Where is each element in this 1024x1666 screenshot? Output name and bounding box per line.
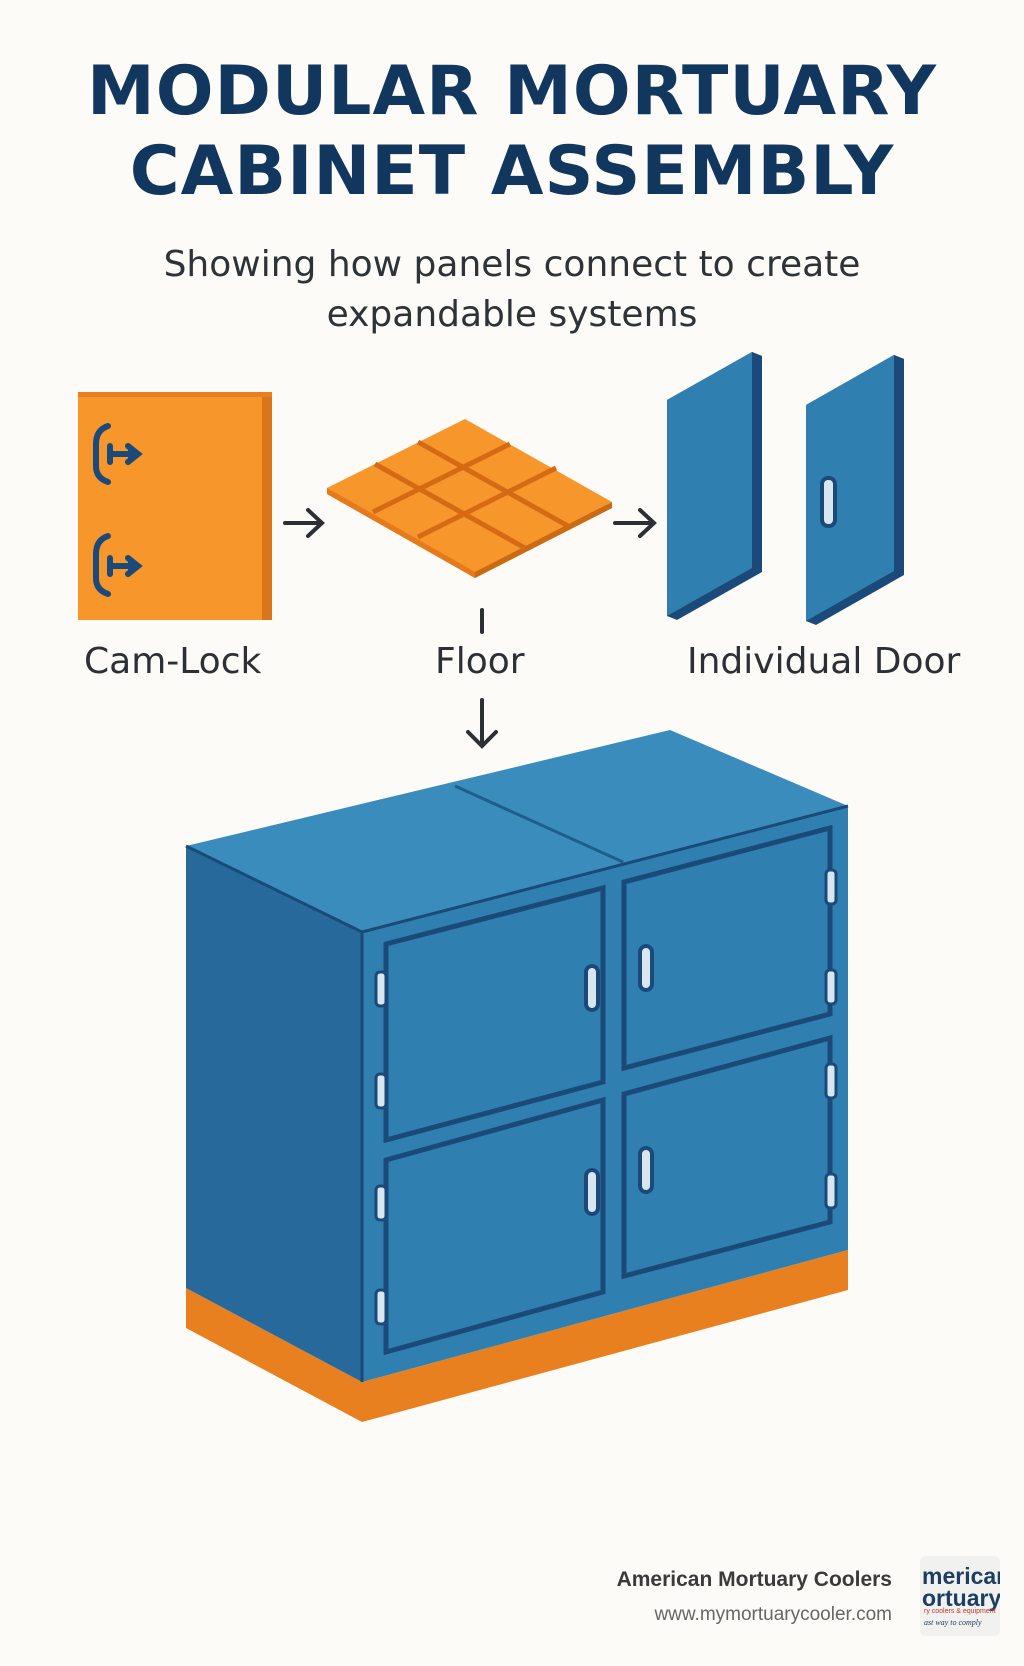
footer-company-name: American Mortuary Coolers <box>616 1568 892 1591</box>
door-hinge-icon <box>374 868 838 1326</box>
cam-lock-connector-icon <box>93 423 143 485</box>
subtitle: Showing how panels connect to create exp… <box>0 240 1024 340</box>
arrow-right-icon <box>283 508 325 538</box>
label-individual-door: Individual Door <box>687 641 961 682</box>
footer-url: www.mymortuarycooler.com <box>654 1604 892 1625</box>
label-cam-lock: Cam-Lock <box>84 641 262 682</box>
title-line-1: MODULAR MORTUARY <box>87 52 937 131</box>
cam-lock-panel <box>78 392 272 620</box>
label-floor: Floor <box>435 641 525 682</box>
door-panel-with-handle <box>806 355 904 625</box>
page-title: MODULAR MORTUARY CABINET ASSEMBLY <box>0 52 1024 212</box>
floor-panel <box>327 419 612 578</box>
arrow-down-icon <box>466 608 498 749</box>
door-handle-icon <box>820 476 837 528</box>
cam-lock-connector-icon <box>93 533 143 597</box>
arrow-right-icon <box>613 508 657 538</box>
title-line-2: CABINET ASSEMBLY <box>129 132 895 211</box>
company-logo: merican ortuary ry coolers & equipment a… <box>920 1556 1000 1636</box>
subtitle-line-2: expandable systems <box>326 294 698 335</box>
door-handle-icon <box>584 944 654 1216</box>
door-panel <box>667 352 762 620</box>
assembled-cabinet <box>185 730 849 1422</box>
subtitle-line-1: Showing how panels connect to create <box>163 244 861 285</box>
